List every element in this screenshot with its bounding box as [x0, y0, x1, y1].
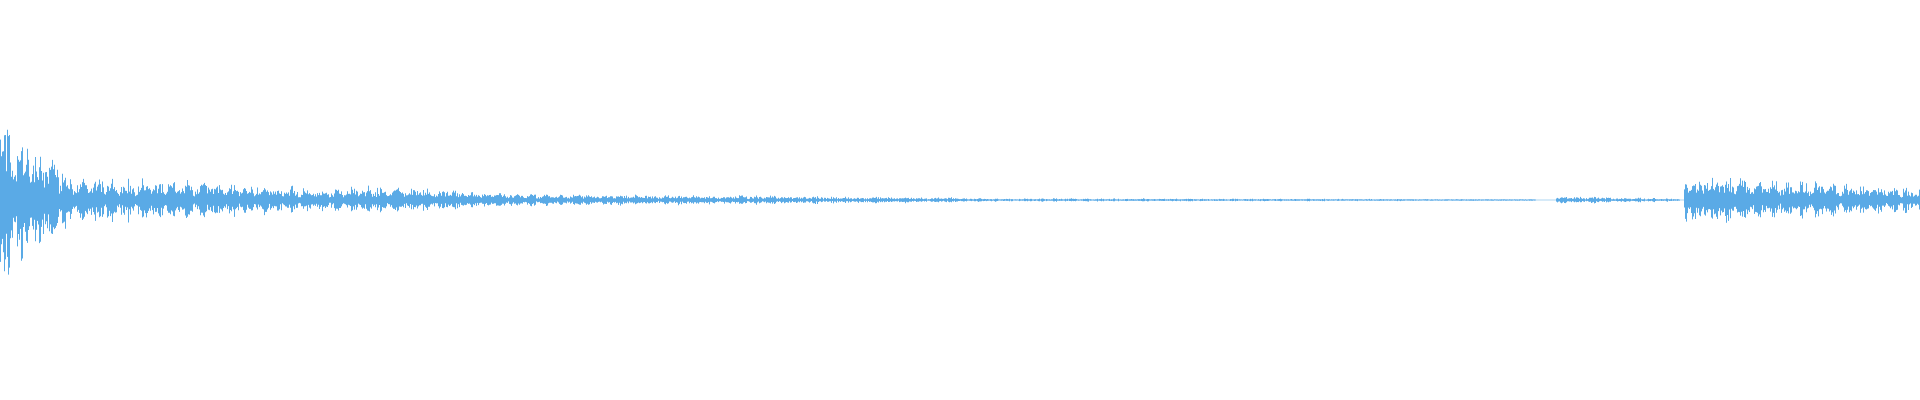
waveform-signal	[0, 129, 1920, 275]
waveform-bars	[0, 129, 1920, 275]
